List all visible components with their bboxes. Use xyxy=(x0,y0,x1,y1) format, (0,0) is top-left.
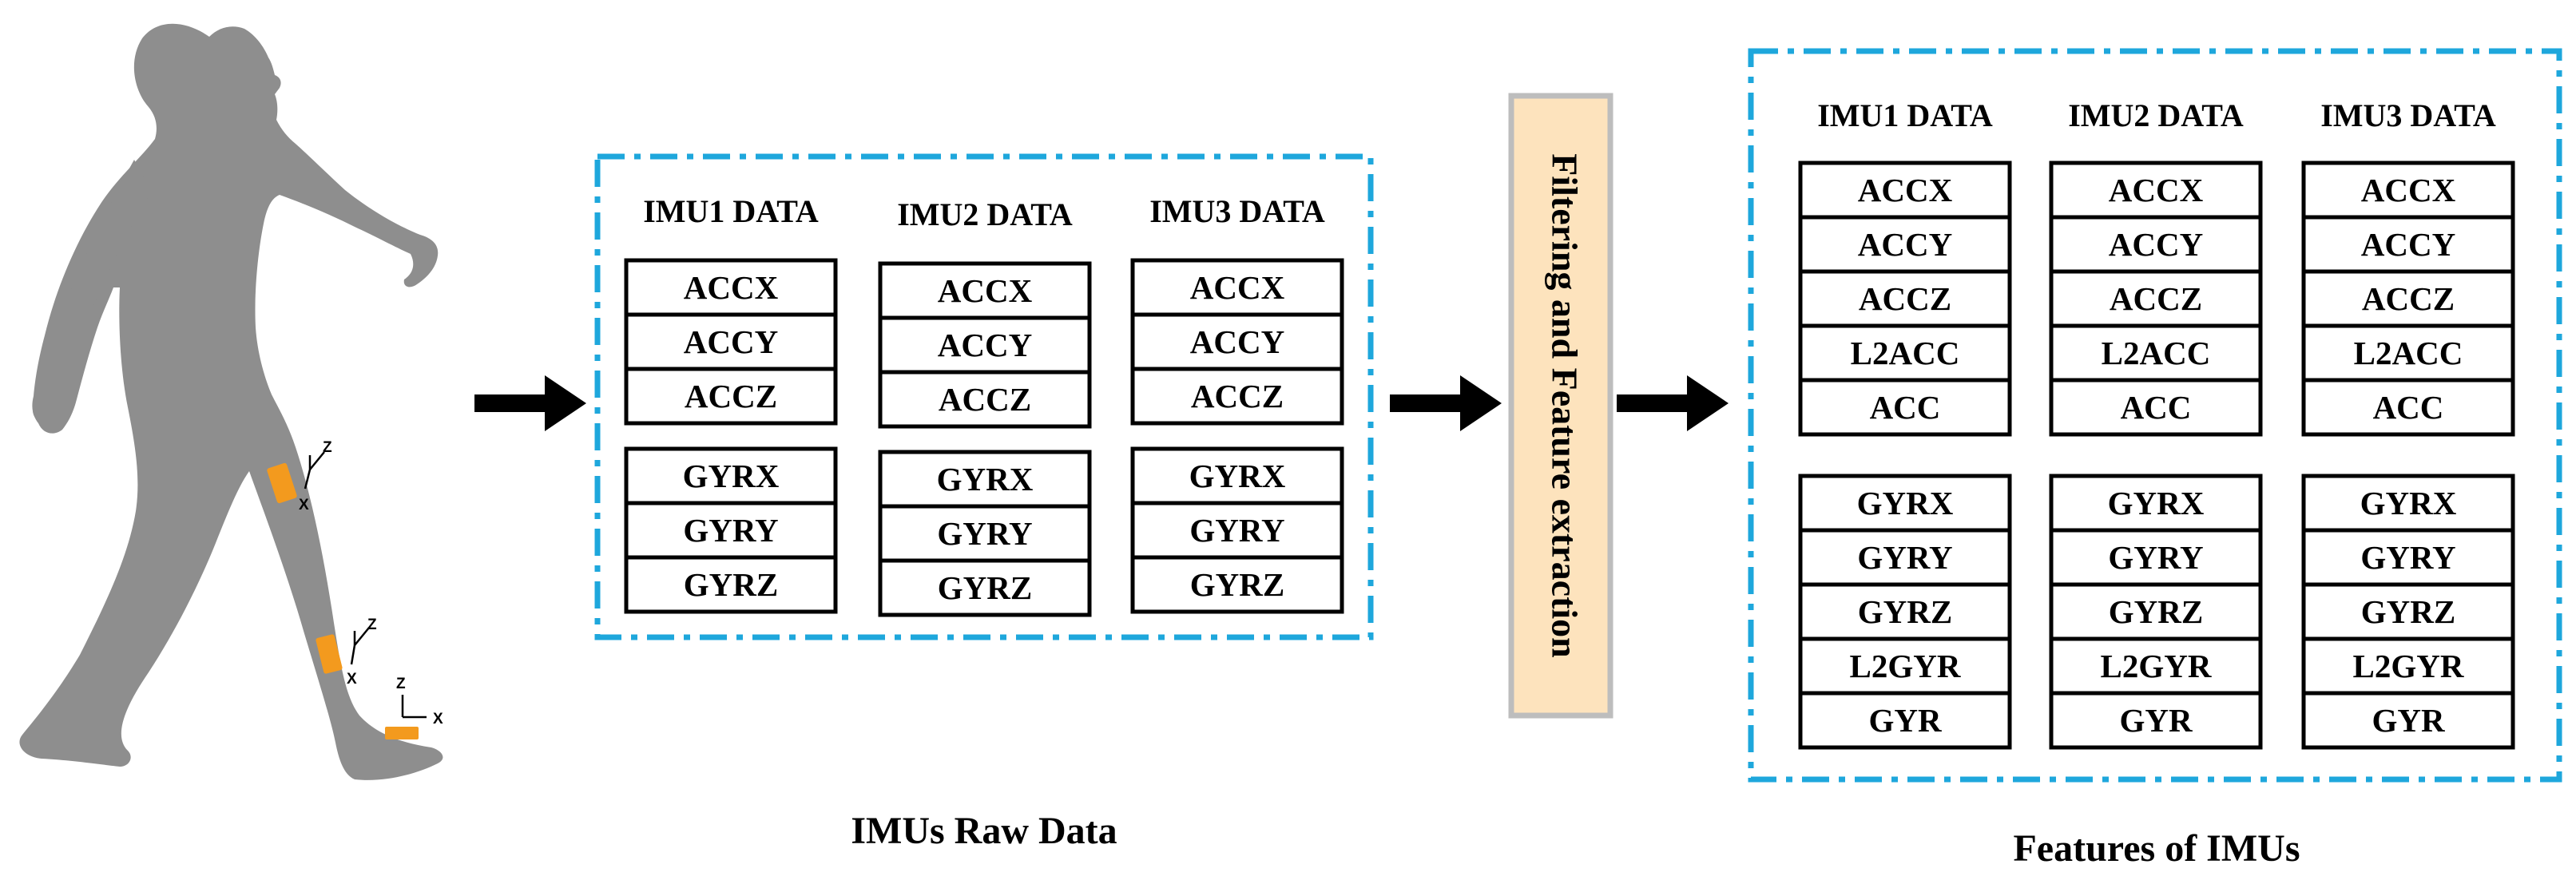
feature-imu3-l2gyr-cell: L2GYR xyxy=(2353,648,2464,684)
feature-groups: IMU1 DATA ACCX ACCY ACCZ L2ACC ACC GYRX GYRY GYR… xyxy=(1798,97,2515,750)
processing-box: Filtering and Feature extraction xyxy=(1508,93,1613,719)
features-panel-border xyxy=(1748,48,2562,783)
feature-imu3-acc-cell: ACC xyxy=(2373,389,2444,426)
feature-imu3-header: IMU3 DATA xyxy=(2320,97,2496,133)
feature-imu3-accx-cell: ACCX xyxy=(2361,172,2456,208)
feature-imu2-gyrz-cell: GYRZ xyxy=(2109,593,2203,630)
feature-imu3-gyrx-cell: GYRX xyxy=(2360,485,2457,521)
raw-imu2-gyry-cell: GYRY xyxy=(937,515,1032,552)
feature-imu2-accy-cell: ACCY xyxy=(2109,226,2203,263)
feature-imu3-gyrz-cell: GYRZ xyxy=(2361,593,2455,630)
feature-imu2-acc-cell: ACC xyxy=(2121,389,2192,426)
raw-imu3-gyrx-cell: GYRX xyxy=(1189,458,1286,494)
raw-imu1-gyr-table xyxy=(624,446,838,614)
feature-imu1-gyrx-cell: GYRX xyxy=(1857,485,1954,521)
feature-imu1-l2gyr-cell: L2GYR xyxy=(1850,648,1961,684)
raw-imu3-gyrz-cell: GYRZ xyxy=(1190,566,1284,603)
arrow-to-features xyxy=(1617,375,1729,431)
raw-imu2-accy-cell: ACCY xyxy=(938,327,1032,363)
raw-imu1-acc-table xyxy=(624,258,838,426)
raw-data-panel-border xyxy=(594,153,1374,640)
feature-imu3-gyr-table xyxy=(2301,474,2515,750)
sensor-foot-z-label: Z xyxy=(396,676,406,692)
feature-imu1-gyr-cell: GYR xyxy=(1868,702,1942,739)
feature-imu2-accx-cell: ACCX xyxy=(2109,172,2204,208)
feature-imu2-gyry-cell: GYRY xyxy=(2108,539,2203,576)
raw-imu2-accx-cell: ACCX xyxy=(938,272,1033,309)
raw-imu1-gyrz-cell: GYRZ xyxy=(684,566,778,603)
feature-imu3-l2acc-cell: L2ACC xyxy=(2354,335,2463,371)
raw-imu3-acc-table xyxy=(1130,258,1344,426)
raw-imu1-gyry-cell: GYRY xyxy=(683,512,778,549)
arrow-to-processing xyxy=(1390,375,1502,431)
feature-imu2-l2acc-cell: L2ACC xyxy=(2102,335,2211,371)
raw-data-groups: IMU1 DATA ACCX ACCY ACCZ GYRX GYRY GYRZ IMU2 DA… xyxy=(624,193,1344,617)
raw-imu2-gyr-table xyxy=(878,450,1092,617)
raw-imu1-gyrx-cell: GYRX xyxy=(683,458,780,494)
feature-imu2-l2gyr-cell: L2GYR xyxy=(2101,648,2212,684)
feature-imu1-accx-cell: ACCX xyxy=(1858,172,1953,208)
raw-imu3-accx-cell: ACCX xyxy=(1190,269,1285,306)
sensor-foot-x-label: X xyxy=(433,711,443,727)
sensor-shank-x-label: X xyxy=(347,671,357,688)
raw-data-caption: IMUs Raw Data xyxy=(851,810,1117,852)
raw-imu3-accz-cell: ACCZ xyxy=(1191,378,1284,414)
feature-imu1-acc-cell: ACC xyxy=(1870,389,1941,426)
sensor-foot: Z X xyxy=(385,676,443,739)
feature-imu2-gyrx-cell: GYRX xyxy=(2108,485,2205,521)
feature-imu1-acc-table xyxy=(1798,161,2012,437)
feature-imu1-accz-cell: ACCZ xyxy=(1859,280,1951,317)
sensor-thigh-z-label: Z xyxy=(323,439,332,456)
feature-imu3-accy-cell: ACCY xyxy=(2361,226,2455,263)
feature-imu3-gyry-cell: GYRY xyxy=(2360,539,2455,576)
walking-person-silhouette xyxy=(19,23,443,780)
raw-imu1-header: IMU1 DATA xyxy=(643,193,819,229)
feature-imu1-header: IMU1 DATA xyxy=(1817,97,1993,133)
arrow-to-raw-data xyxy=(474,375,586,431)
features-caption: Features of IMUs xyxy=(2013,827,2300,870)
feature-imu2-acc-table xyxy=(2049,161,2263,437)
raw-imu3-accy-cell: ACCY xyxy=(1190,323,1284,360)
feature-imu2-header: IMU2 DATA xyxy=(2068,97,2244,133)
raw-imu3-gyry-cell: GYRY xyxy=(1189,512,1284,549)
feature-imu2-gyr-cell: GYR xyxy=(2119,702,2193,739)
raw-imu2-header: IMU2 DATA xyxy=(897,196,1073,232)
raw-imu1-accy-cell: ACCY xyxy=(684,323,778,360)
raw-imu1-accz-cell: ACCZ xyxy=(685,378,777,414)
feature-imu3-gyr-cell: GYR xyxy=(2372,702,2445,739)
raw-imu3-gyr-table xyxy=(1130,446,1344,614)
sensor-thigh-x-label: X xyxy=(299,497,309,513)
feature-imu1-l2acc-cell: L2ACC xyxy=(1851,335,1960,371)
raw-imu2-gyrx-cell: GYRX xyxy=(937,461,1034,498)
raw-imu2-gyrz-cell: GYRZ xyxy=(938,569,1032,606)
feature-imu2-accz-cell: ACCZ xyxy=(2110,280,2202,317)
sensor-thigh: Z X xyxy=(267,439,332,513)
feature-imu1-gyr-table xyxy=(1798,474,2012,750)
raw-imu3-header: IMU3 DATA xyxy=(1149,193,1325,229)
feature-imu1-accy-cell: ACCY xyxy=(1858,226,1952,263)
feature-imu1-gyry-cell: GYRY xyxy=(1857,539,1952,576)
sensor-shank-z-label: Z xyxy=(367,616,377,633)
raw-imu2-acc-table xyxy=(878,261,1092,429)
feature-imu3-acc-table xyxy=(2301,161,2515,437)
raw-imu1-accx-cell: ACCX xyxy=(684,269,779,306)
feature-imu3-accz-cell: ACCZ xyxy=(2362,280,2455,317)
feature-imu2-gyr-table xyxy=(2049,474,2263,750)
processing-label: Filtering and Feature extraction xyxy=(1544,153,1585,658)
sensor-shank: Z X xyxy=(316,616,377,688)
raw-imu2-accz-cell: ACCZ xyxy=(939,381,1031,418)
feature-imu1-gyrz-cell: GYRZ xyxy=(1858,593,1952,630)
